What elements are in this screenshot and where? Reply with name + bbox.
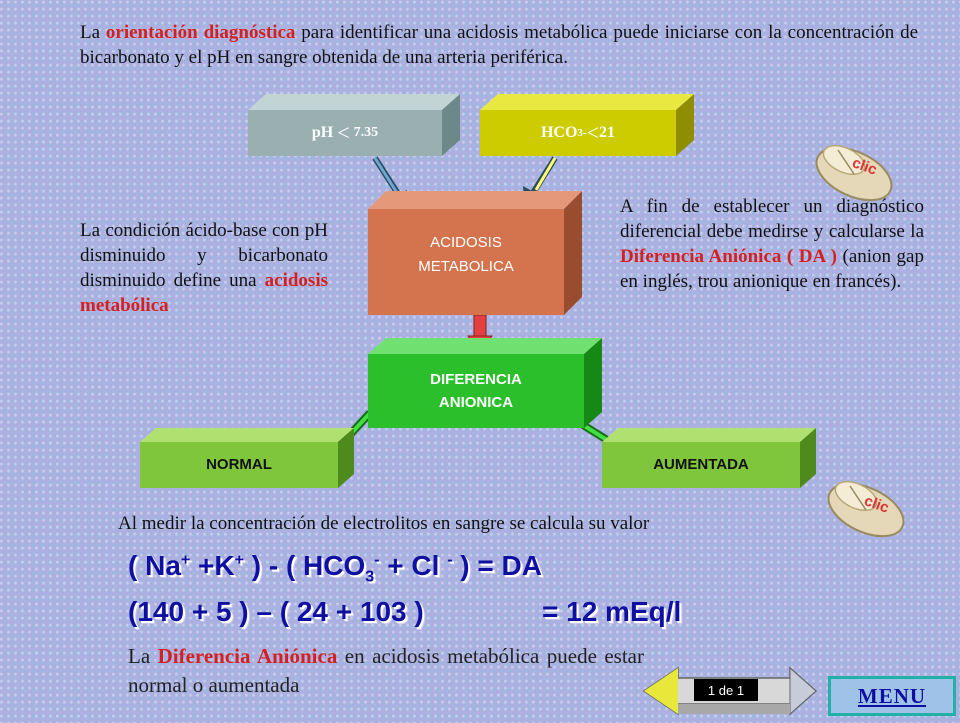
aumentada-box: AUMENTADA — [602, 428, 816, 488]
aumentada-box-label: AUMENTADA — [653, 456, 749, 473]
formula-calculation-right: = 12 mEq/l — [542, 596, 682, 627]
measure-text: Al medir la concentración de electrolito… — [118, 513, 650, 534]
right-paragraph: A fin de establecer un diagnóstico difer… — [620, 196, 924, 292]
ph-box-label: pH < 7.35 — [311, 120, 379, 145]
intro-text-1: La — [80, 22, 106, 43]
menu-button[interactable]: MENU — [828, 676, 956, 716]
formula-calculation-left: (140 + 5 ) – ( 24 + 103 ) — [128, 596, 424, 627]
forward-arrow-icon[interactable] — [789, 666, 817, 716]
conclusion-paragraph: La Diferencia Aniónica en acidosis metab… — [128, 644, 645, 697]
diferencia-box-label: DIFERENCIA ANIONICA — [430, 371, 522, 411]
pager-label: 1 de 1 — [694, 679, 758, 701]
left-paragraph-highlight: acidosis metabólica — [80, 270, 328, 316]
intro-highlight: orientación diagnóstica — [105, 22, 296, 43]
clic-button-top[interactable]: clic — [808, 136, 898, 206]
diferencia-box: DIFERENCIA ANIONICA — [368, 338, 602, 428]
conclusion-highlight: Diferencia Aniónica — [157, 644, 338, 668]
intro-paragraph: La orientación diagnóstica para identifi… — [80, 20, 918, 70]
left-paragraph: La condición ácido-base con pH disminuid… — [80, 220, 328, 316]
back-arrow-icon[interactable] — [644, 668, 678, 714]
normal-box: NORMAL — [140, 428, 354, 488]
ph-box: pH < 7.35 — [248, 94, 460, 156]
clic-button-bottom[interactable]: clic — [820, 472, 910, 542]
acidosis-box: ACIDOSIS METABOLICA — [368, 191, 582, 315]
formula-anion-gap: ( Na+ +K+ ) - ( HCO3- + Cl - ) = DA — [128, 550, 542, 586]
acidosis-box-label: ACIDOSIS METABOLICA — [418, 234, 514, 275]
normal-box-label: NORMAL — [206, 456, 272, 473]
intro-text-2: para identificar una acidosis metabólica… — [80, 22, 918, 68]
mouse-icon — [815, 144, 893, 202]
mouse-icon — [827, 480, 905, 538]
right-paragraph-highlight: Diferencia Aniónica ( DA ) — [620, 246, 837, 267]
